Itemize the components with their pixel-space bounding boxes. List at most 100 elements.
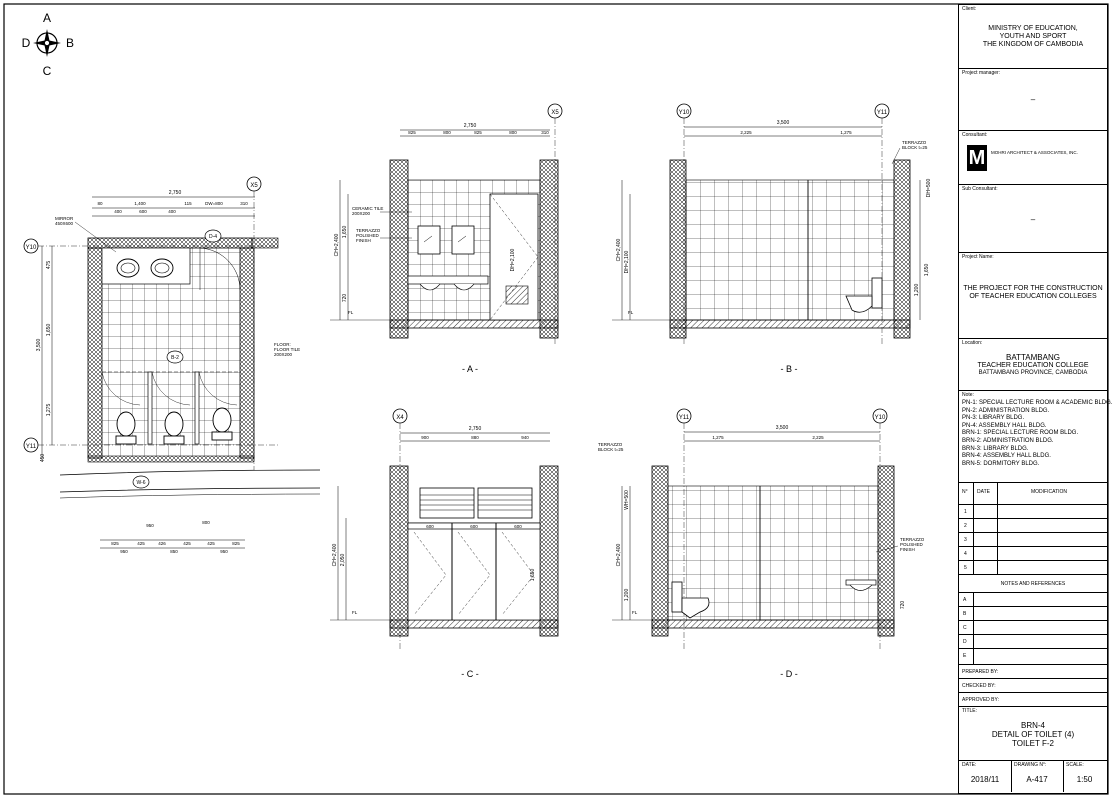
client-line-2: THE KINGDOM OF CAMBODIA	[982, 41, 1084, 49]
ref-row-id: D	[963, 639, 967, 645]
elev-b-top-dim: 3,500	[777, 120, 790, 126]
elev-d-fl: FL	[632, 610, 638, 615]
mod-row-no: 4	[964, 551, 967, 557]
elev-b-level-1: DH=2,100	[624, 250, 630, 273]
elev-b-level-0: CH=2,400	[616, 238, 622, 261]
elev-a-top-dim: 2,750	[464, 123, 477, 129]
scale-value: 1:50	[1076, 775, 1093, 784]
mod-header-mod: MODIFICATION	[1031, 489, 1068, 495]
plan-tag-door: D-4	[209, 234, 217, 240]
consultant-name: MOHRI ARCHITECT & ASSOCIATES, INC.	[991, 150, 1078, 155]
location-line-1: TEACHER EDUCATION COLLEGE	[977, 362, 1089, 370]
plan-bottom-chain-0: 825	[111, 541, 119, 546]
plan-grid-y10: Y10	[26, 245, 37, 251]
title-block: Client: MINISTRY OF EDUCATION, YOUTH AND…	[958, 4, 1112, 794]
pm-value: –	[1030, 95, 1036, 104]
elev-a-chain-0: 825	[408, 130, 416, 135]
plan-mid-dim-0: 950	[146, 523, 154, 528]
checked-label: CHECKED BY:	[962, 683, 996, 689]
checked-cell: CHECKED BY:	[959, 679, 1107, 693]
footer-cell: DATE: DRAWING N°: SCALE: 2018/11 A-417 1…	[959, 761, 1107, 792]
elev-c-chain-0: 900	[421, 435, 429, 440]
subconsultant-cell: Sub Consultant: –	[959, 185, 1107, 253]
compass-east: B	[66, 36, 74, 50]
compass-icon: A D B C	[22, 11, 74, 78]
plan-side-dim-1: 1,650	[46, 324, 52, 337]
consultant-label: Consultant:	[962, 132, 988, 138]
mod-row: 5	[959, 561, 1107, 575]
prepared-label: PREPARED BY:	[962, 669, 999, 675]
note-4: BRN-1: SPECIAL LECTURE ROOM BLDG.	[962, 430, 1079, 437]
plan-side-dim-3: 450	[40, 454, 46, 463]
elev-c-fl: FL	[352, 610, 358, 615]
note-7: BRN-4: ASSEMBLY HALL BLDG.	[962, 453, 1051, 460]
elev-d-chain-1: 2,225	[812, 435, 824, 440]
subconsultant-value: –	[1030, 215, 1036, 224]
plan-side-dim-0: 3,500	[36, 339, 42, 352]
plan-dim-0: 80	[97, 201, 103, 206]
elev-d-caption: - D -	[780, 669, 798, 679]
elevation-c: X4 2,750 900 880 940 600 600 600	[330, 408, 559, 679]
location-cell: Location: BATTAMBANG TEACHER EDUCATION C…	[959, 339, 1107, 391]
plan-bottom-chain2-1: 850	[170, 549, 178, 554]
plan-grid-y11: Y11	[26, 444, 37, 450]
scale-label: SCALE:	[1066, 762, 1084, 768]
elev-a-chain-3: 800	[509, 130, 517, 135]
note-3: PN-4: ASSEMBLY HALL BLDG.	[962, 422, 1047, 429]
mod-row: 3	[959, 533, 1107, 547]
approved-label: APPROVED BY:	[962, 697, 999, 703]
compass-south: C	[43, 64, 52, 78]
mod-row: 2	[959, 519, 1107, 533]
plan-mid-dim-1: 800	[202, 520, 210, 525]
elev-a-level-3: 720	[342, 294, 348, 303]
location-line-2: BATTAMBANG PROVINCE, CAMBODIA	[978, 370, 1088, 377]
elev-c-sub-1: 600	[470, 524, 478, 529]
compass-north: A	[43, 11, 51, 25]
elev-a-caption: - A -	[462, 364, 478, 374]
plan-bottom-chain2-0: 950	[120, 549, 128, 554]
elev-b-grid-left: Y10	[679, 110, 690, 116]
elev-d-grid-right: Y10	[875, 415, 886, 421]
project-cell: Project Name: THE PROJECT FOR THE CONSTR…	[959, 253, 1107, 339]
elev-a-chain-1: 800	[443, 130, 451, 135]
elev-c-caption: - C -	[461, 669, 479, 679]
elev-d-level-3: 720	[900, 601, 906, 610]
plan-tag-elev: B-2	[171, 355, 179, 361]
mod-header-row: N° DATE MODIFICATION	[959, 483, 1107, 505]
plan-bottom-chain2-2: 950	[220, 549, 228, 554]
location-label: Location:	[962, 340, 983, 346]
project-line-1: OF TEACHER EDUCATION COLLEGES	[969, 293, 1097, 301]
notes-refs-table: NOTES AND REFERENCES A B C D E	[959, 575, 1107, 665]
ref-row-id: A	[963, 597, 967, 603]
ref-row-id: B	[963, 611, 967, 617]
client-line-0: MINISTRY OF EDUCATION,	[988, 25, 1078, 32]
title-label: TITLE:	[962, 708, 978, 714]
plan-sub-dim-0: 400	[114, 209, 122, 214]
plan-dim-4: 310	[240, 201, 248, 206]
plan-bottom-chain-1: 425	[137, 541, 145, 546]
ref-row-id: E	[963, 653, 967, 659]
elev-c-level-2: 1,650	[530, 569, 536, 582]
plan-dim-1: 1,400	[134, 201, 146, 206]
title-cell: TITLE: BRN-4 DETAIL OF TOILET (4) TOILET…	[959, 707, 1107, 761]
pm-cell: Project manager: –	[959, 69, 1107, 131]
ref-row: B	[959, 607, 1107, 621]
note-5: BRN-2: ADMINISTRATION BLDG.	[962, 437, 1054, 444]
elev-c-sub-2: 600	[514, 524, 522, 529]
note-cell: Note: PN-1: SPECIAL LECTURE ROOM & ACADE…	[959, 391, 1112, 483]
plan-bottom-chain-4: 425	[207, 541, 215, 546]
ref-row: A	[959, 593, 1107, 607]
elev-b-chain-0: 2,225	[740, 130, 752, 135]
elev-b-level-4: DH=500	[926, 179, 932, 198]
ref-row-id: C	[963, 625, 967, 631]
elev-a-level-0: CH=2,400	[334, 233, 340, 256]
notes-refs-header: NOTES AND REFERENCES	[959, 575, 1107, 593]
note-0: PN-1: SPECIAL LECTURE ROOM & ACADEMIC BL…	[962, 400, 1113, 406]
ref-row: E	[959, 649, 1107, 663]
